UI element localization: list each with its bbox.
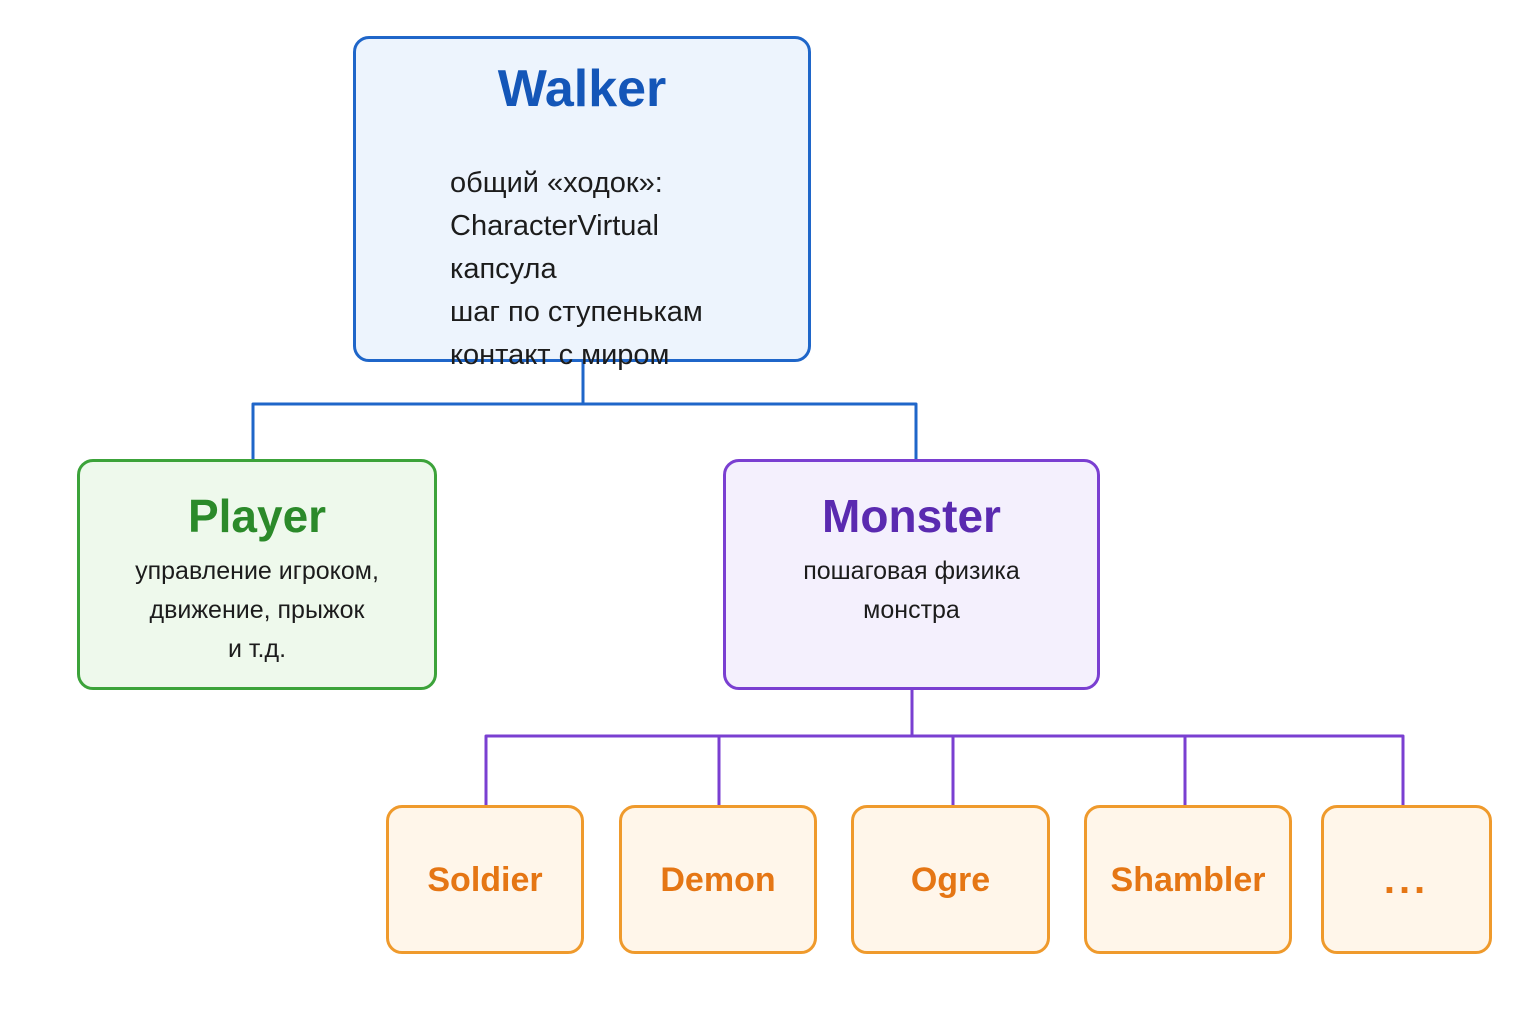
walker-description: общий «ходок»: CharacterVirtual капсула …: [450, 162, 703, 377]
player-node: Player управление игроком, движение, пры…: [77, 459, 437, 690]
player-title: Player: [187, 490, 327, 542]
monster-type-label: Ogre: [910, 860, 991, 899]
walker-desc-line: шаг по ступенькам: [450, 296, 703, 328]
monster-desc-line: монстра: [863, 596, 960, 624]
monster-type-demon-node: Demon: [619, 805, 817, 954]
monster-type-label: Demon: [660, 860, 776, 899]
monster-node: Monster пошаговая физика монстра: [723, 459, 1100, 690]
player-desc-line: и т.д.: [227, 635, 287, 663]
walker-to-monster-connector: [583, 402, 918, 459]
player-desc-line: управление игроком,: [135, 557, 379, 585]
monster-branch-bar: [484, 734, 1405, 805]
walker-node: Walker общий «ходок»: CharacterVirtual к…: [353, 36, 811, 371]
monster-desc-line: пошаговая физика: [803, 557, 1020, 585]
monster-description: пошаговая физика монстра: [726, 552, 1097, 630]
walker-desc-line: капсула: [450, 253, 557, 285]
monster-title: Monster: [822, 490, 1001, 542]
monster-type-ogre-node: Ogre: [851, 805, 1050, 954]
walker-desc-line: CharacterVirtual: [450, 210, 660, 242]
monster-type-more-node: ...: [1321, 805, 1492, 954]
monster-type-shambler-node: Shambler: [1084, 805, 1292, 954]
monster-type-label: Shambler: [1110, 860, 1266, 899]
walker-desc-line: контакт с миром: [450, 339, 670, 371]
walker-desc-line: общий «ходок»:: [450, 167, 663, 199]
player-description: управление игроком, движение, прыжок и т…: [80, 552, 434, 669]
monster-type-soldier-node: Soldier: [386, 805, 584, 954]
monster-type-label: ...: [1383, 857, 1430, 902]
monster-type-label: Soldier: [427, 860, 543, 899]
walker-title: Walker: [497, 60, 667, 118]
player-desc-line: движение, прыжок: [149, 596, 365, 624]
